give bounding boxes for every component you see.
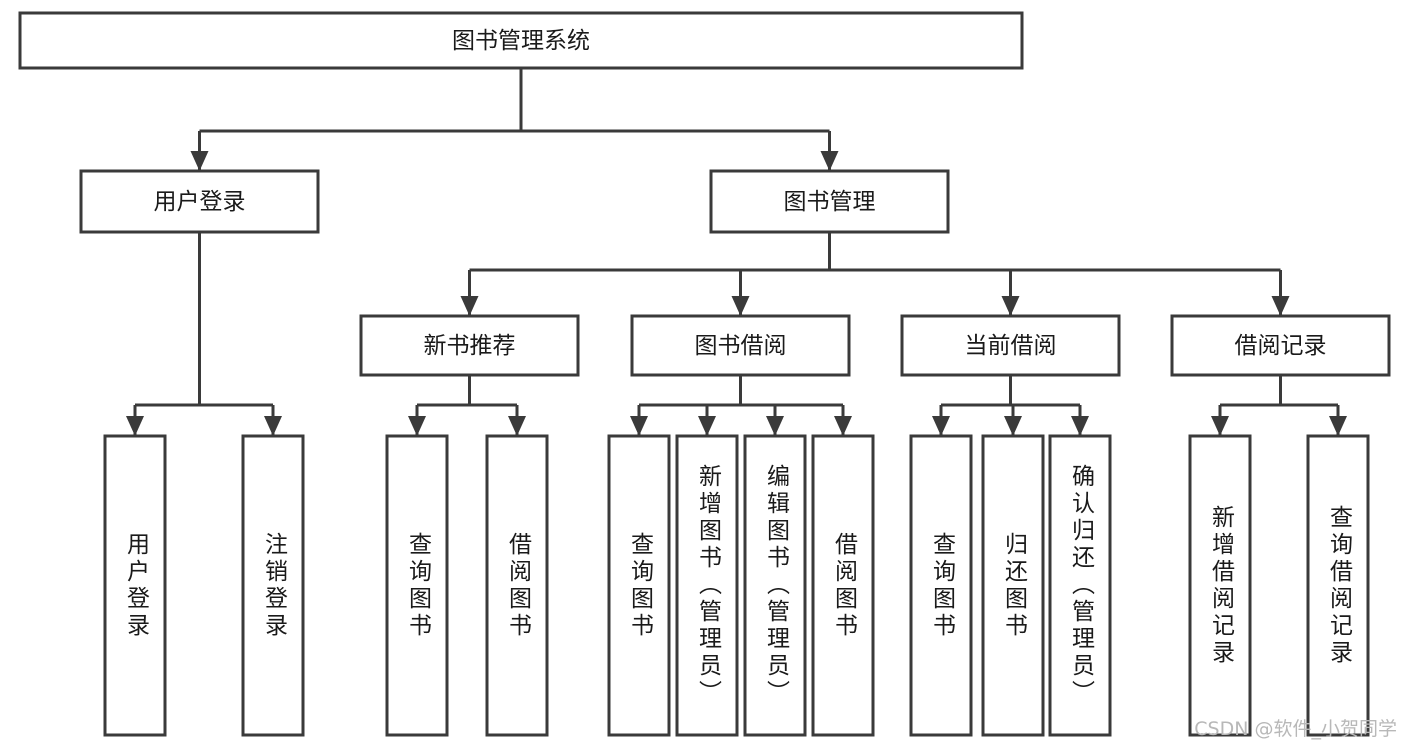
node-label-user-login-action: 用户登录 (122, 531, 149, 640)
node-box-borrow-query-book[interactable] (607, 434, 671, 737)
arrow-head-icon (1001, 296, 1020, 316)
arrow-head-icon (508, 416, 526, 436)
node-box-cur-return-book[interactable] (981, 434, 1045, 737)
arrow-head-icon (460, 296, 479, 316)
node-label-borrow-edit-book: 编辑图书（管理员） (762, 464, 789, 707)
node-label-user-logout-action: 注销登录 (260, 531, 287, 640)
node-label-root: 图书管理系统 (452, 28, 590, 54)
node-label-book-manage: 图书管理 (784, 189, 876, 215)
node-label-rec-borrow-book: 借阅图书 (504, 531, 531, 640)
arrow-head-icon (1271, 296, 1290, 316)
node-label-cur-query-book: 查询图书 (928, 531, 955, 640)
arrow-head-icon (1071, 416, 1089, 436)
node-label-book-borrow: 图书借阅 (695, 333, 787, 359)
arrow-head-icon (126, 416, 144, 436)
node-label-cur-return-book: 归还图书 (1000, 531, 1027, 640)
arrow-head-icon (932, 416, 950, 436)
node-label-borrow-borrow-book: 借阅图书 (830, 531, 857, 640)
node-label-current-borrow: 当前借阅 (965, 333, 1057, 359)
arrow-head-icon (1329, 416, 1347, 436)
node-box-current-borrow[interactable] (900, 314, 1121, 377)
node-box-book-borrow[interactable] (630, 314, 851, 377)
node-box-user-logout-action[interactable] (241, 434, 305, 737)
connector-layer (126, 68, 1347, 436)
node-box-layer (18, 11, 1391, 737)
node-box-new-book-rec[interactable] (359, 314, 580, 377)
arrow-head-icon (1211, 416, 1229, 436)
node-label-borrow-record: 借阅记录 (1235, 333, 1327, 359)
node-box-user-login[interactable] (79, 169, 320, 234)
arrow-head-icon (1004, 416, 1022, 436)
node-label-user-login: 用户登录 (154, 189, 246, 215)
node-box-root[interactable] (18, 11, 1024, 70)
node-label-rec-add-record: 新增借阅记录 (1207, 504, 1234, 667)
node-box-cur-query-book[interactable] (909, 434, 973, 737)
node-label-new-book-rec: 新书推荐 (424, 333, 516, 359)
arrow-head-icon (698, 416, 716, 436)
node-box-rec-add-record[interactable] (1188, 434, 1252, 737)
node-label-rec-query-record: 查询借阅记录 (1325, 504, 1352, 667)
node-label-borrow-add-book: 新增图书（管理员） (694, 464, 721, 707)
node-label-rec-query-book: 查询图书 (404, 531, 431, 640)
node-label-cur-confirm-return: 确认归还（管理员） (1067, 464, 1094, 707)
node-label-borrow-query-book: 查询图书 (626, 531, 653, 640)
arrow-head-icon (766, 416, 784, 436)
arrow-head-icon (264, 416, 282, 436)
node-box-borrow-edit-book[interactable] (743, 434, 807, 737)
arrow-head-icon (408, 416, 426, 436)
node-box-user-login-action[interactable] (103, 434, 167, 737)
node-box-borrow-record[interactable] (1170, 314, 1391, 377)
node-box-cur-confirm-return[interactable] (1048, 434, 1112, 737)
arrow-head-icon (630, 416, 648, 436)
node-box-rec-query-book[interactable] (385, 434, 449, 737)
node-box-rec-query-record[interactable] (1306, 434, 1370, 737)
node-box-book-manage[interactable] (709, 169, 950, 234)
arrow-head-icon (820, 151, 839, 171)
node-box-rec-borrow-book[interactable] (485, 434, 549, 737)
arrow-head-icon (731, 296, 750, 316)
arrow-head-icon (190, 151, 209, 171)
node-box-borrow-borrow-book[interactable] (811, 434, 875, 737)
arrow-head-icon (834, 416, 852, 436)
node-box-borrow-add-book[interactable] (675, 434, 739, 737)
